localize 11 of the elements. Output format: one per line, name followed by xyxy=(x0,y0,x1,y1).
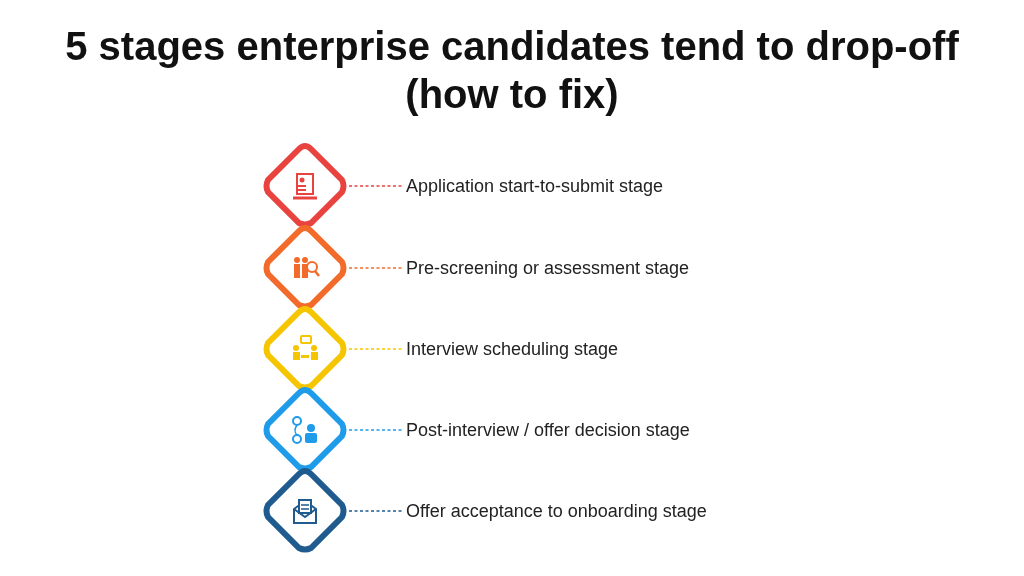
leader-line xyxy=(348,185,403,187)
leader-line xyxy=(348,267,403,269)
stage-label: Pre-screening or assessment stage xyxy=(405,257,691,280)
leader-line xyxy=(348,348,403,350)
stage-label: Post-interview / offer decision stage xyxy=(405,419,691,442)
stage-label: Application start-to-submit stage xyxy=(405,175,665,198)
title: 5 stages enterprise candidates tend to drop-off (how to fix) xyxy=(64,23,960,118)
stage-label: Interview scheduling stage xyxy=(405,338,620,361)
leader-line xyxy=(348,510,403,512)
leader-line xyxy=(348,429,403,431)
stage-label: Offer acceptance to onboarding stage xyxy=(405,500,708,523)
